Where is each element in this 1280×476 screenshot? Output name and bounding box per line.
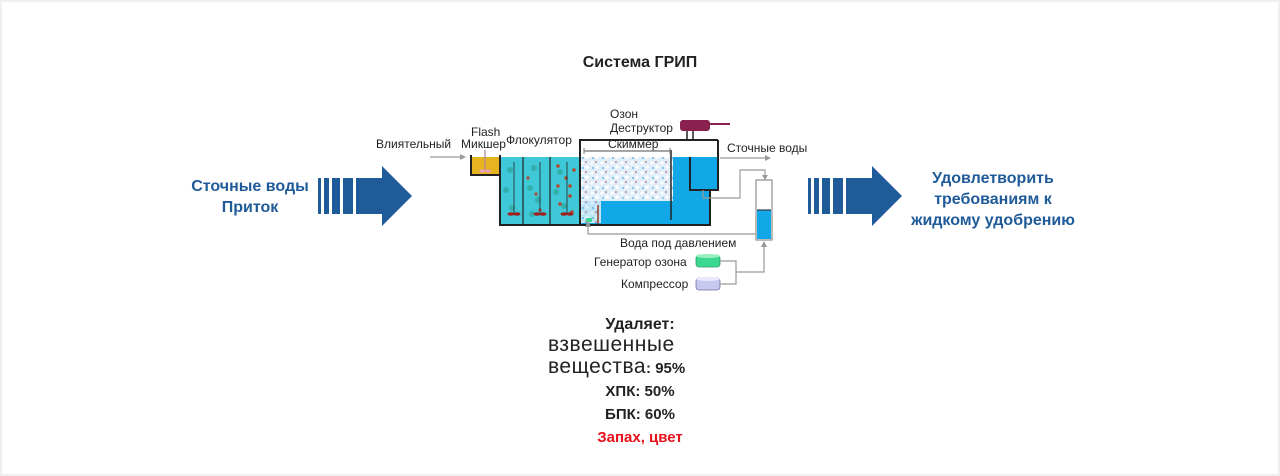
inflow-label-line2: Приток bbox=[221, 199, 279, 216]
removal-odor-color: Запах, цвет bbox=[597, 429, 683, 446]
effluent-pipe bbox=[720, 155, 771, 161]
removal-suspended-line2: вещества bbox=[548, 355, 647, 378]
flotation-tank bbox=[580, 150, 710, 225]
ozone-destructor-label-line2: Деструктор bbox=[610, 121, 673, 135]
flash-mixer-tank bbox=[470, 150, 499, 176]
inflow-arrow-icon bbox=[318, 166, 412, 226]
removal-suspended-value: : 95% bbox=[646, 360, 686, 377]
influent-label: Влиятельный bbox=[376, 137, 451, 151]
inflow-label: Сточные воды Приток bbox=[170, 176, 330, 218]
skimmer-label: Скиммер bbox=[608, 137, 659, 151]
compressor bbox=[695, 277, 721, 291]
flash-mixer-label-line2: Микшер bbox=[461, 137, 506, 151]
pressure-tank bbox=[755, 179, 773, 241]
removal-cod: ХПК: 50% bbox=[605, 383, 675, 400]
inflow-label-line1: Сточные воды bbox=[191, 178, 309, 195]
ozone-generator bbox=[695, 254, 721, 268]
flocculator-tank bbox=[500, 157, 580, 225]
removal-summary: Удаляет: взвешенные вещества: 95% ХПК: 5… bbox=[520, 316, 760, 449]
flash-mixer-label-line1: Flash bbox=[471, 125, 500, 139]
removal-suspended-line1: взвешенные bbox=[548, 333, 675, 356]
outcome-label-line3: жидкому удобрению bbox=[911, 212, 1075, 229]
pressurized-water-label: Вода под давлением bbox=[620, 236, 736, 250]
effluent-label: Сточные воды bbox=[727, 141, 807, 155]
ozone-destructor bbox=[680, 120, 730, 140]
process-diagram: Влиятельный Flash Микшер Флокулятор bbox=[376, 107, 807, 291]
flocculator-label: Флокулятор bbox=[506, 133, 572, 147]
effluent-chamber bbox=[689, 140, 719, 191]
outcome-label-line1: Удовлетворить bbox=[932, 170, 1054, 187]
ozone-generator-label: Генератор озона bbox=[594, 255, 687, 269]
skimmer bbox=[583, 148, 671, 154]
compressor-label: Компрессор bbox=[621, 277, 689, 291]
influent-pipe bbox=[430, 154, 466, 160]
removal-bod: БПК: 60% bbox=[605, 406, 675, 423]
outflow-arrow-icon bbox=[808, 166, 902, 226]
removal-suspended-solids: вещества: 95% bbox=[520, 356, 760, 380]
outcome-label-line2: требованиям к bbox=[934, 191, 1052, 208]
outcome-label: Удовлетворить требованиям к жидкому удоб… bbox=[888, 168, 1098, 231]
removal-heading: Удаляет: bbox=[605, 316, 675, 333]
ozone-destructor-label-line1: Озон bbox=[610, 107, 638, 121]
diagram-title: Система ГРИП bbox=[582, 54, 698, 71]
